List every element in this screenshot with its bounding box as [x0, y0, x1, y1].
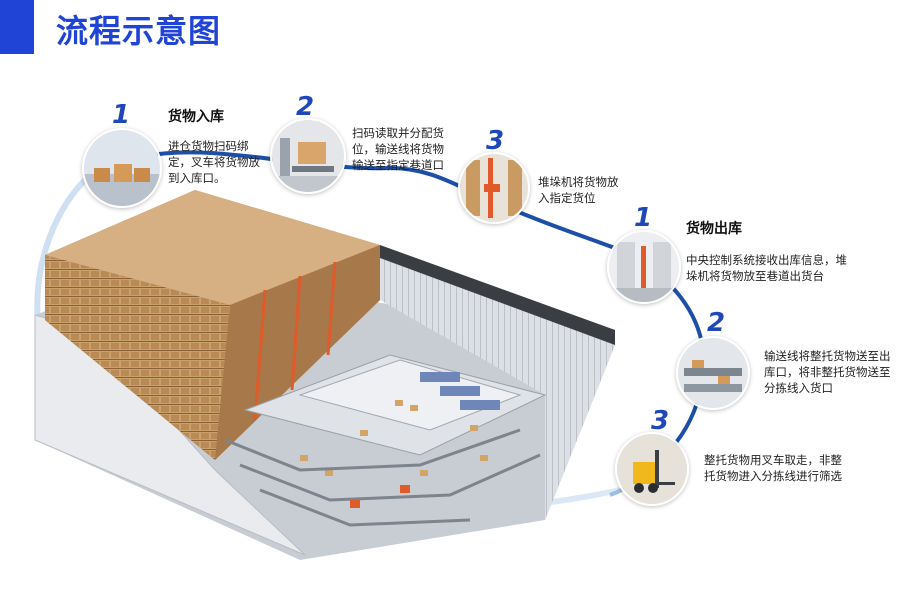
inbound-step-2-photo [270, 118, 346, 194]
rack-front [45, 255, 230, 460]
inbound-step-1-photo [82, 128, 162, 208]
cartons [300, 400, 488, 476]
outbound-step-1-text: 中央控制系统接收出库信息，堆垛机将货物放至巷道出货台 [686, 253, 847, 283]
sorting-conveyor-photo-icon [678, 338, 748, 408]
outbound-step-3-text: 整托货物用叉车取走，非整托货物进入分拣线进行筛选 [704, 453, 842, 483]
conveyor-pallet-photo-icon [272, 120, 344, 192]
outbound-step-1-number: 1 [634, 203, 653, 233]
inbound-step-2-text: 扫码读取并分配货位，输送线将货物输送至指定巷道口 [352, 126, 444, 172]
warehouse-boxes-photo-icon [84, 130, 160, 206]
inbound-step-2-number: 2 [296, 92, 315, 122]
conveyor-lines [224, 428, 541, 527]
storage-racks-small [420, 372, 500, 410]
outbound-step-1-photo [607, 230, 681, 304]
outbound-step-2-text: 输送线将整托货物送至出库口，将非整托货物送至分拣线入货口 [764, 349, 891, 395]
stacker-crane-photo-icon [460, 154, 528, 222]
inbound-step-3-number: 3 [486, 126, 505, 156]
outbound-step-3-photo [615, 432, 689, 506]
forklift-photo-icon [617, 434, 687, 504]
forklifts [350, 485, 410, 508]
inbound-step-3-text: 堆垛机将货物放入指定货位 [538, 175, 619, 205]
wall-top-edge [380, 245, 615, 345]
outbound-heading: 货物出库 [686, 221, 742, 237]
inbound-step-1-number: 1 [112, 100, 131, 130]
title-accent-bar [0, 0, 34, 54]
outbound-step-3-number: 3 [651, 406, 670, 436]
outbound-step-2-photo [676, 336, 750, 410]
page-title: 流程示意图 [56, 12, 222, 50]
outbound-step-2-number: 2 [707, 308, 726, 338]
inbound-heading: 货物入库 [168, 109, 224, 125]
inbound-step-3-photo [458, 152, 530, 224]
inbound-step-1-text: 进仓货物扫码绑定，叉车将货物放到入库口。 [168, 139, 260, 185]
rack-top [45, 190, 380, 305]
control-aisle-photo-icon [609, 232, 679, 302]
